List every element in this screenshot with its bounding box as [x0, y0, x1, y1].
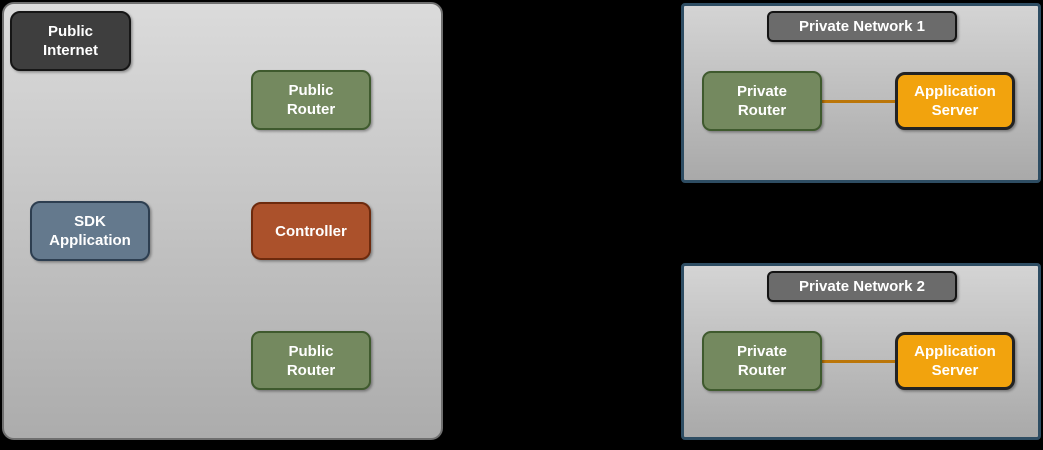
node-application-server-2: Application Server [895, 332, 1015, 390]
node-public-internet: Public Internet [10, 11, 131, 71]
node-private-router-1: Private Router [702, 71, 822, 131]
node-sdk-application: SDK Application [30, 201, 150, 261]
node-application-server-1: Application Server [895, 72, 1015, 130]
private-network-2-panel: Private Network 2 Private Router Applica… [681, 263, 1041, 440]
private-network-1-title: Private Network 1 [767, 11, 957, 42]
public-zone-container: Public Internet Public Router SDK Applic… [2, 2, 443, 440]
connector-line-network-1 [822, 100, 895, 103]
node-controller: Controller [251, 202, 371, 260]
node-public-router-top: Public Router [251, 70, 371, 130]
private-network-2-title: Private Network 2 [767, 271, 957, 302]
node-private-router-2: Private Router [702, 331, 822, 391]
node-public-router-bottom: Public Router [251, 331, 371, 390]
connector-line-network-2 [822, 360, 895, 363]
private-network-1-panel: Private Network 1 Private Router Applica… [681, 3, 1041, 183]
